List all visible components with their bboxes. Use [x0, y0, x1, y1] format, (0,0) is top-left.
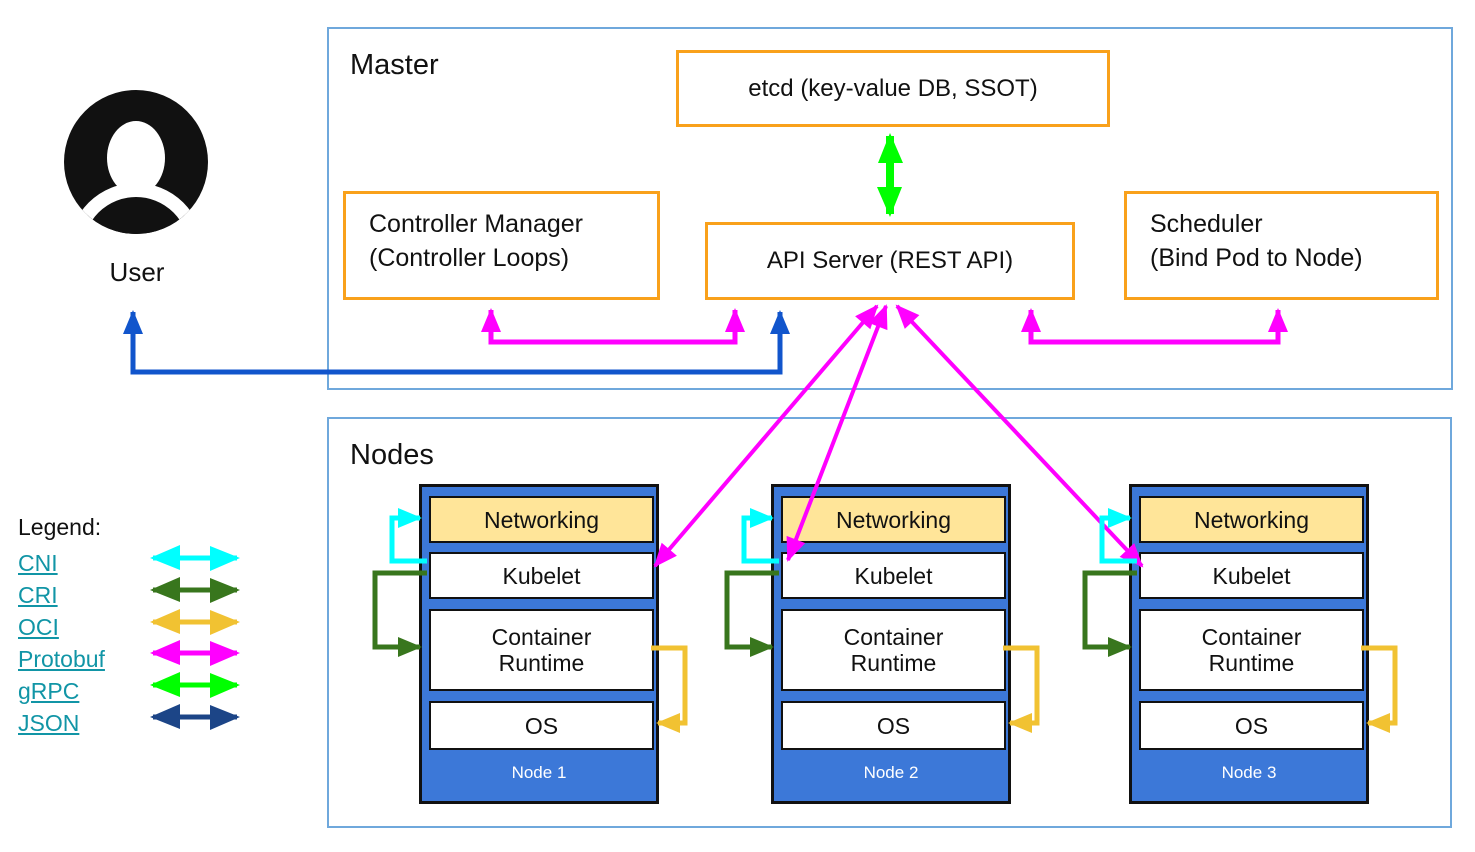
nodes-section-title: Nodes — [350, 439, 434, 471]
node-1-runtime-box: Container Runtime — [429, 609, 654, 691]
legend-link-oci[interactable]: OCI — [18, 614, 59, 640]
node-2-networking-box: Networking — [781, 496, 1006, 543]
node-3-name: Node 3 — [1221, 763, 1277, 782]
node-2-kubelet-box: Kubelet — [781, 552, 1006, 599]
node-3-runtime-label: Container Runtime — [1201, 624, 1302, 676]
user-icon — [64, 90, 208, 234]
etcd-box: etcd (key-value DB, SSOT) — [676, 50, 1110, 127]
node-1-box: Networking Kubelet Container Runtime OS … — [419, 484, 659, 804]
legend-link-cri[interactable]: CRI — [18, 582, 58, 608]
node-1-networking-box: Networking — [429, 496, 654, 543]
legend-link-cni[interactable]: CNI — [18, 550, 58, 576]
node-1-name: Node 1 — [511, 763, 567, 782]
node-1-kubelet-box: Kubelet — [429, 552, 654, 599]
user-label: User — [109, 257, 165, 287]
controller-manager-line1: Controller Manager — [369, 210, 583, 238]
node-3-kubelet-box: Kubelet — [1139, 552, 1364, 599]
node-2-box: Networking Kubelet Container Runtime OS … — [771, 484, 1011, 804]
node-3-os-box: OS — [1139, 701, 1364, 750]
node-3-networking-box: Networking — [1139, 496, 1364, 543]
master-section-title: Master — [350, 49, 439, 81]
node-2-os-box: OS — [781, 701, 1006, 750]
node-2-runtime-label: Container Runtime — [843, 624, 944, 676]
legend-title: Legend: — [18, 514, 102, 540]
node-1-os-box: OS — [429, 701, 654, 750]
node-2-name: Node 2 — [863, 763, 919, 782]
scheduler-line2: (Bind Pod to Node) — [1150, 244, 1363, 272]
scheduler-box: Scheduler (Bind Pod to Node) — [1124, 191, 1439, 300]
node-3-runtime-box: Container Runtime — [1139, 609, 1364, 691]
node-3-box: Networking Kubelet Container Runtime OS … — [1129, 484, 1369, 804]
legend-link-protobuf[interactable]: Protobuf — [18, 646, 105, 672]
scheduler-line1: Scheduler — [1150, 210, 1263, 238]
legend-link-grpc[interactable]: gRPC — [18, 678, 80, 704]
controller-manager-box: Controller Manager (Controller Loops) — [343, 191, 660, 300]
node-2-runtime-box: Container Runtime — [781, 609, 1006, 691]
api-server-box: API Server (REST API) — [705, 222, 1075, 300]
legend-link-json[interactable]: JSON — [18, 710, 80, 736]
node-1-runtime-label: Container Runtime — [491, 624, 592, 676]
controller-manager-line2: (Controller Loops) — [369, 244, 570, 272]
